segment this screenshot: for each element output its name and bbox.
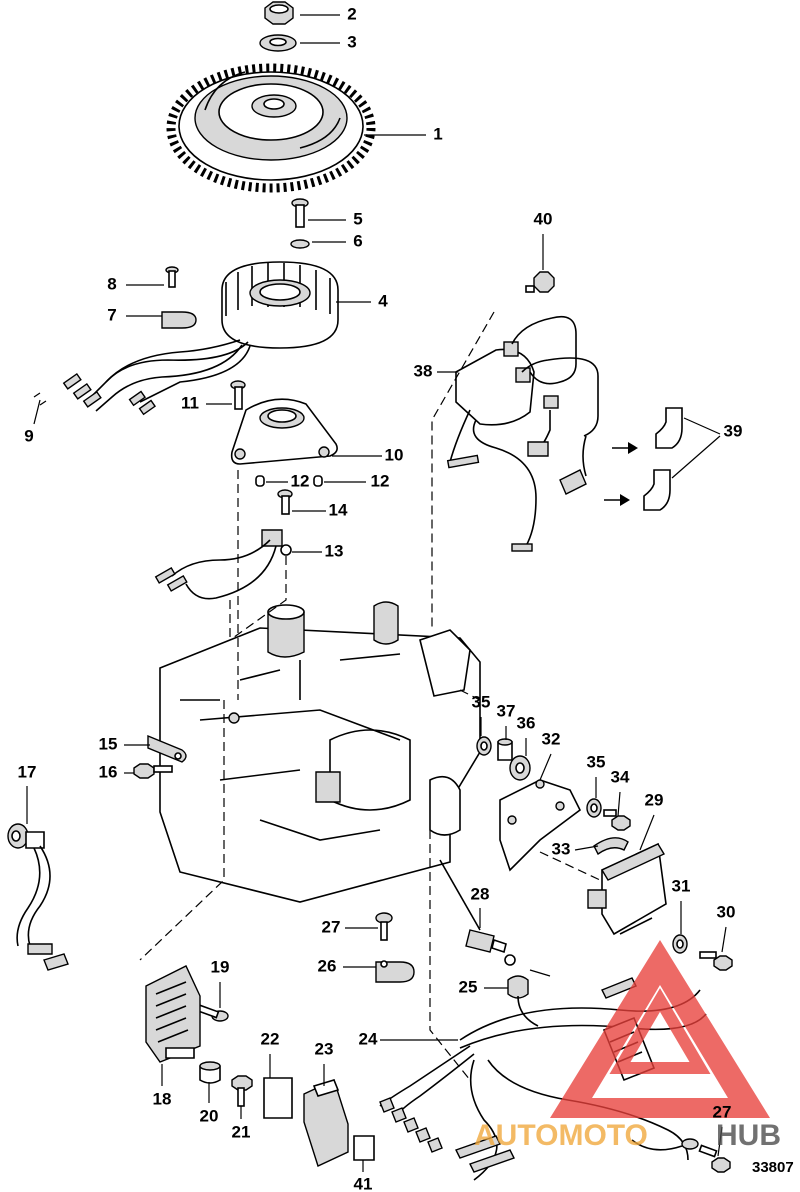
callout-34: 34	[611, 767, 630, 786]
stator	[221, 261, 339, 349]
sensor-bracket	[261, 529, 292, 556]
powerhead-block	[159, 601, 481, 903]
assembly-guide-lines	[139, 311, 601, 1081]
callout-10: 10	[385, 445, 404, 464]
callout-6: 6	[353, 231, 362, 250]
grommet	[509, 755, 531, 781]
callout-37: 37	[497, 701, 516, 720]
callout-leaders	[26, 14, 727, 1172]
callout-23: 23	[315, 1039, 334, 1058]
watermark-logo: AUTOMOTO HUB	[474, 940, 781, 1152]
trigger-screw	[230, 380, 246, 410]
bracket-screw	[277, 489, 293, 515]
callout-16: 16	[99, 762, 118, 781]
ground-strap-screw	[133, 763, 173, 779]
callout-21: 21	[232, 1122, 251, 1141]
ignition-coil	[446, 315, 599, 552]
callout-8: 8	[107, 274, 116, 293]
callout-2: 2	[347, 4, 356, 23]
terminal-ring	[631, 1138, 699, 1151]
callout-20: 20	[200, 1106, 219, 1125]
callout-32: 32	[542, 729, 561, 748]
callout-11: 11	[181, 393, 199, 412]
callout-30: 30	[717, 902, 736, 921]
callout-28: 28	[471, 884, 490, 903]
coil-screw	[525, 271, 555, 293]
harness-screw	[698, 1144, 731, 1173]
watermark-text-left: AUTOMOTO	[474, 1119, 648, 1152]
callout-18: 18	[153, 1089, 172, 1108]
spacer-right	[313, 475, 323, 487]
callout-12: 12	[291, 471, 310, 490]
rectifier	[145, 965, 201, 1063]
flywheel-nut	[264, 1, 294, 25]
ground-wire	[504, 954, 551, 1027]
sensor-switch	[439, 859, 507, 954]
callout-9: 9	[24, 426, 33, 445]
callout-4: 4	[378, 291, 388, 310]
rectifier-mount-screw	[231, 1075, 253, 1107]
callout-22: 22	[261, 1029, 280, 1048]
callout-31: 31	[672, 876, 691, 895]
callout-29: 29	[645, 790, 664, 809]
callout-14: 14	[329, 500, 348, 519]
callout-12: 12	[371, 471, 390, 490]
callout-26: 26	[318, 956, 337, 975]
rectifier-spacer	[199, 1061, 221, 1084]
flywheel-washer	[259, 34, 297, 52]
module-washer	[672, 934, 688, 954]
sensor-harness	[154, 539, 277, 600]
callout-5: 5	[353, 209, 362, 228]
spacer-left	[255, 475, 265, 487]
stator-leads	[33, 339, 251, 416]
callout-38: 38	[414, 361, 433, 380]
temperature-sensor	[7, 823, 69, 971]
module-screw	[699, 951, 733, 971]
washer-a	[476, 736, 492, 756]
ground-strap	[147, 734, 187, 763]
washer-b	[586, 798, 602, 818]
callout-40: 40	[534, 209, 553, 228]
cover	[303, 1079, 349, 1167]
bracket-screw-b	[603, 809, 631, 831]
bushing	[497, 738, 513, 761]
watermark-text-right: HUB	[716, 1119, 781, 1152]
decal	[263, 1077, 293, 1119]
callout-7: 7	[107, 305, 116, 324]
callout-24: 24	[359, 1029, 378, 1048]
callout-19: 19	[211, 957, 230, 976]
stator-washer	[290, 239, 310, 249]
ignition-module	[587, 842, 667, 936]
callout-3: 3	[347, 32, 356, 51]
small-label	[353, 1135, 375, 1161]
stator-screw	[291, 198, 309, 228]
harness-clamp-screw	[375, 912, 393, 941]
callout-35: 35	[587, 752, 606, 771]
trigger-plate	[230, 398, 338, 465]
flywheel	[166, 63, 376, 193]
wire-retainer	[593, 837, 629, 856]
callout-41: 41	[354, 1174, 373, 1192]
spark-plug-boots	[604, 407, 683, 511]
figure-id: 33807	[752, 1159, 794, 1176]
callout-35: 35	[472, 692, 491, 711]
callout-15: 15	[99, 734, 118, 753]
callout-13: 13	[325, 541, 344, 560]
callout-27: 27	[713, 1102, 732, 1121]
callout-1: 1	[433, 124, 442, 143]
harness-clamp	[375, 960, 415, 983]
callout-33: 33	[552, 839, 571, 858]
clamp-screw	[165, 266, 179, 288]
callout-36: 36	[517, 713, 536, 732]
callout-39: 39	[724, 421, 743, 440]
watermark-triangle	[550, 940, 770, 1118]
callout-27: 27	[322, 917, 341, 936]
wire-clamp	[161, 311, 197, 329]
callout-17: 17	[18, 762, 37, 781]
mounting-bracket	[499, 779, 582, 872]
callout-25: 25	[459, 977, 478, 996]
